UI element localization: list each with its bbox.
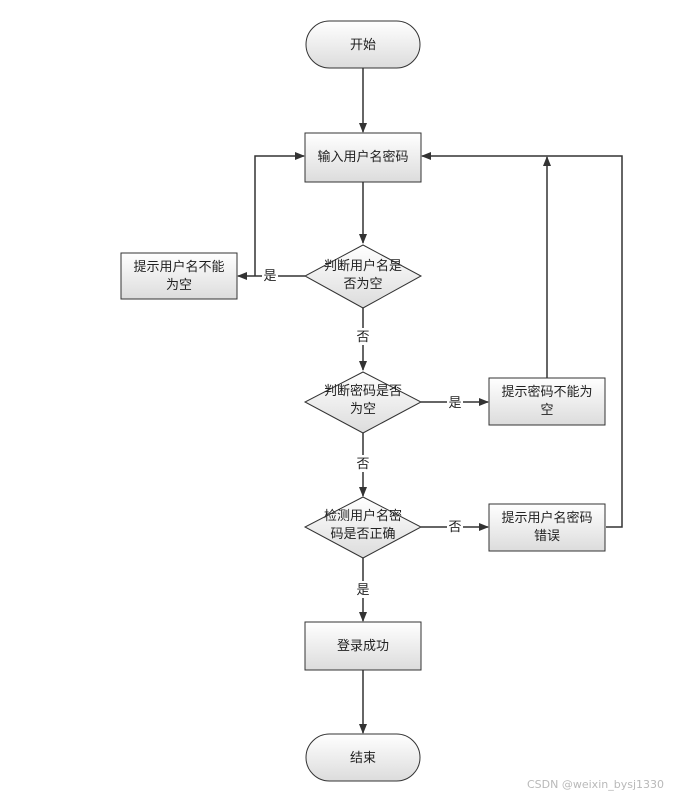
- input-node: 输入用户名密码: [304, 132, 422, 183]
- check-username-label-line2: 否为空: [343, 277, 382, 292]
- end-node: 结束: [305, 733, 421, 782]
- check-password-label-line2: 为空: [350, 402, 376, 417]
- start-node: 开始: [305, 20, 421, 69]
- end-label: 结束: [350, 751, 376, 766]
- check-username-label-line1: 判断用户名是: [324, 258, 402, 274]
- edge-error-to-input: [421, 152, 623, 528]
- username-empty-prompt-line2: 为空: [166, 278, 192, 293]
- edge-label-username-no: 否: [356, 330, 369, 345]
- edge-username-prompt-to-input: [254, 152, 305, 276]
- input-label: 输入用户名密码: [317, 149, 408, 165]
- edge-label-password-yes: 是: [448, 396, 461, 411]
- check-password-node: 判断密码是否 为空: [303, 371, 423, 434]
- verify-label-line2: 码是否正确: [330, 527, 395, 542]
- edge-label-username-yes: 是: [263, 269, 276, 284]
- watermark-text: CSDN @weixin_bysj1330: [527, 778, 664, 791]
- error-prompt-line2: 错误: [534, 529, 560, 544]
- edge-labels: 是 否 是 否 否 是: [262, 267, 463, 598]
- check-password-label-line1: 判断密码是否: [324, 383, 402, 399]
- start-label: 开始: [350, 38, 376, 53]
- success-label: 登录成功: [337, 639, 389, 654]
- verify-credentials-node: 检测用户名密 码是否正确: [303, 496, 423, 559]
- success-node: 登录成功: [304, 621, 422, 671]
- password-empty-prompt-line2: 空: [540, 403, 553, 418]
- verify-label-line1: 检测用户名密: [324, 508, 402, 524]
- edge-label-verify-no: 否: [448, 520, 461, 535]
- error-prompt-line1: 提示用户名密码: [501, 510, 592, 526]
- username-empty-prompt-node: 提示用户名不能 为空: [120, 252, 238, 300]
- username-empty-prompt-line1: 提示用户名不能: [133, 259, 224, 275]
- password-empty-prompt-line1: 提示密码不能为: [501, 384, 592, 400]
- edge-label-password-no: 否: [356, 457, 369, 472]
- error-prompt-node: 提示用户名密码 错误: [488, 503, 606, 552]
- check-username-node: 判断用户名是 否为空: [303, 244, 423, 309]
- password-empty-prompt-node: 提示密码不能为 空: [488, 377, 606, 426]
- edge-label-verify-yes: 是: [356, 583, 369, 598]
